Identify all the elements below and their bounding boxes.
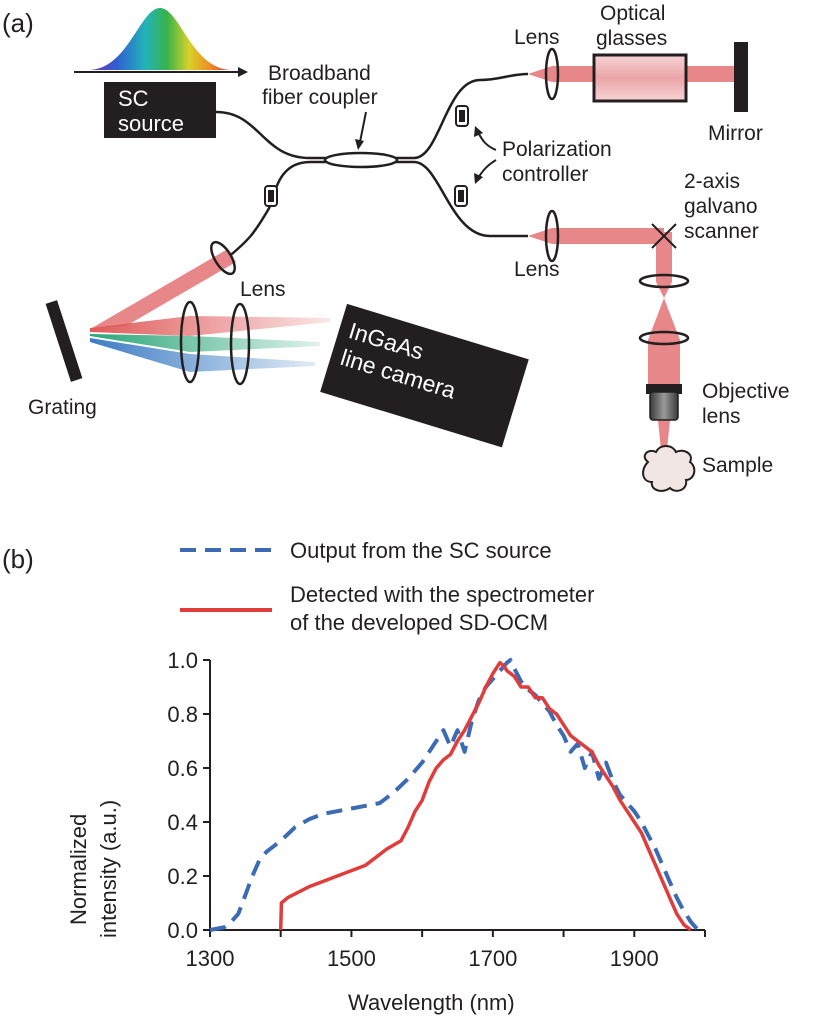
red-beam — [90, 316, 330, 336]
objective-label-2: lens — [702, 405, 741, 428]
collimator-lens-icon — [210, 240, 236, 276]
coupler-pointer — [359, 111, 367, 143]
glasses-label-1: Optical — [600, 2, 665, 25]
objective-label-1: Objective — [702, 380, 790, 403]
x-tick-label: 1700 — [468, 946, 517, 971]
arrow-up-icon — [474, 126, 483, 137]
legend-series-2-line-1: Detected with the spectrometer — [290, 582, 594, 607]
objective-cap — [646, 384, 682, 394]
spectrometer-lens-icon — [179, 300, 201, 384]
arrow-right-icon — [238, 67, 248, 77]
camera-body — [320, 303, 529, 448]
pc-pointer-up — [477, 131, 497, 151]
x-tick-label: 1500 — [327, 946, 376, 971]
y-axis-label-1: Normalized — [66, 814, 91, 925]
green-beam — [90, 334, 320, 352]
relay-lens-icon — [638, 330, 690, 346]
y-tick-label: 0.0 — [167, 918, 198, 943]
galvo-label-1: 2-axis — [684, 170, 740, 193]
x-axis-label: Wavelength (nm) — [348, 990, 515, 1015]
legend-series-2-line-2: of the developed SD-OCM — [290, 610, 548, 635]
y-tick-label: 0.6 — [167, 756, 198, 781]
series-line-2 — [278, 660, 692, 932]
ingaas-camera: InGaAs line camera — [320, 303, 529, 448]
sample-beam-vertical-1 — [656, 232, 672, 298]
sample-icon — [642, 445, 696, 492]
spectrum-bell-icon — [88, 8, 232, 70]
fiber-coupler-icon — [323, 151, 399, 169]
pc-label-1: Polarization — [502, 138, 612, 161]
sample-beam-vertical-3 — [648, 340, 680, 386]
x-ticks: 1300 1500 1700 1900 — [186, 930, 706, 971]
polarization-controller-icon — [454, 185, 468, 207]
glasses-label-2: glasses — [596, 27, 667, 50]
sample-beam-vertical-2 — [648, 298, 680, 340]
y-tick-label: 1.0 — [167, 648, 198, 673]
spectrometer-lens-label: Lens — [240, 278, 286, 301]
sc-source-box — [104, 82, 216, 138]
series-line-1 — [209, 658, 700, 932]
pc-label-2: controller — [502, 163, 588, 186]
galvo-label-3: scanner — [684, 220, 759, 243]
y-axis-label-2: intensity (a.u.) — [96, 800, 121, 938]
grating-icon — [45, 300, 83, 382]
x-tick-label: 1300 — [186, 946, 235, 971]
mirror-label: Mirror — [708, 122, 763, 145]
objective-lens-icon — [649, 391, 679, 421]
panel-a-label: (a) — [2, 8, 34, 38]
sc-source-label-2: source — [118, 111, 184, 136]
galvo-mirror-icon — [651, 223, 677, 249]
y-tick-label: 0.8 — [167, 702, 198, 727]
optical-glasses-box — [592, 53, 688, 103]
pc-pointer-down — [477, 159, 497, 179]
x-tick-label: 1900 — [610, 946, 659, 971]
spectrometer-beam — [92, 250, 236, 328]
fiber-lines — [215, 72, 529, 263]
y-tick-label: 0.2 — [167, 864, 198, 889]
sample-beam-horizontal — [528, 228, 664, 244]
ref-lens-label: Lens — [514, 26, 560, 49]
coupler-label-2: fiber coupler — [262, 86, 378, 109]
mirror-icon — [734, 42, 748, 112]
polarization-controller-icon — [455, 105, 469, 127]
panel-b-label: (b) — [2, 544, 34, 574]
legend-series-1: Output from the SC source — [290, 538, 552, 563]
blue-beam — [90, 338, 315, 372]
sample-lens-label: Lens — [514, 258, 560, 281]
plot-area — [209, 658, 700, 932]
y-ticks: 0.0 0.2 0.4 0.6 0.8 1.0 — [167, 648, 210, 943]
arrow-down-icon — [355, 139, 364, 150]
sample-lens-icon — [544, 209, 560, 263]
galvo-label-2: galvano — [684, 195, 758, 218]
y-tick-label: 0.4 — [167, 810, 198, 835]
arrow-down-icon — [474, 173, 483, 184]
sc-source-label-1: SC — [118, 86, 149, 111]
spectrometer-lens-icon — [229, 302, 251, 386]
reference-lens-icon — [544, 47, 560, 101]
coupler-label-1: Broadband — [268, 62, 371, 85]
relay-lens-icon — [638, 273, 690, 289]
grating-label: Grating — [28, 396, 97, 419]
polarization-controller-icon — [264, 185, 278, 207]
sample-label: Sample — [702, 454, 773, 477]
